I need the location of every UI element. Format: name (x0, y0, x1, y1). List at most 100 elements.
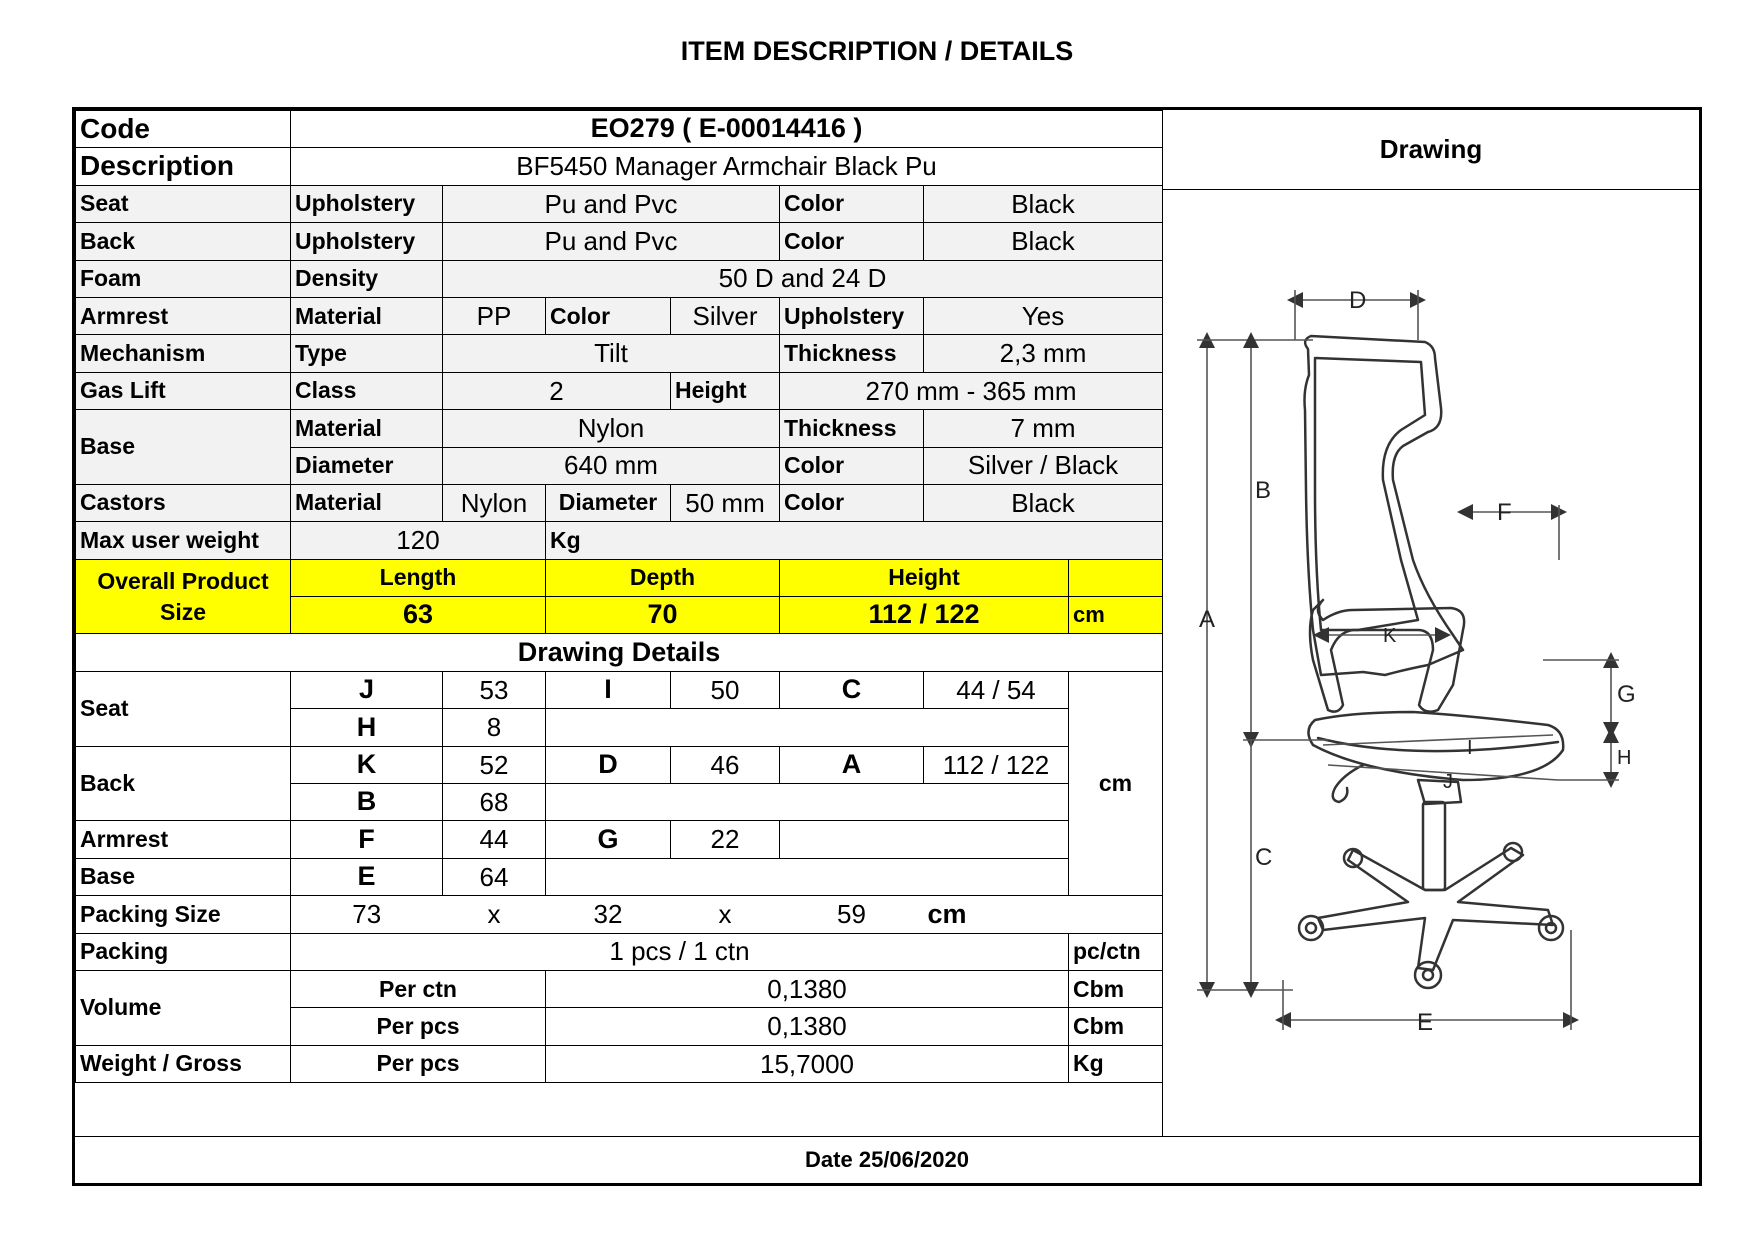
weight-unit: Kg (1067, 1044, 1164, 1084)
dd-g-letter: G (545, 820, 671, 859)
weight-per-pcs-label: Per pcs (290, 1044, 546, 1084)
volume-unit-1: Cbm (1067, 969, 1164, 1009)
packing-size-x1: x (442, 895, 546, 934)
overall-length-label: Length (290, 558, 546, 598)
dd-armrest-row: Armrest F 44 G 22 (75, 820, 1163, 859)
volume-per-pcs-label: Per pcs (290, 1007, 546, 1046)
description-label: Description (75, 147, 291, 186)
armrest-color-value: Silver (670, 296, 780, 336)
base-diameter-value: 640 mm (442, 446, 780, 485)
dim-label-c: C (1255, 844, 1272, 871)
description-row: Description BF5450 Manager Armchair Blac… (75, 147, 1164, 186)
armrest-color-label: Color (545, 296, 671, 336)
base-diameter-label: Diameter (290, 446, 443, 485)
castors-material-value: Nylon (442, 483, 546, 523)
dd-b-letter: B (290, 783, 443, 822)
dd-g-value: 22 (670, 820, 780, 859)
castor-right (1537, 914, 1565, 942)
overall-depth-label: Depth (545, 558, 780, 598)
castors-color-label: Color (779, 483, 924, 523)
max-weight-label: Max user weight (75, 521, 291, 560)
packing-size-x2: x (670, 895, 780, 934)
weight-value: 15,7000 (545, 1044, 1069, 1084)
dd-unit: cm (1067, 670, 1164, 897)
dd-j-letter: J (290, 670, 443, 710)
back-row: Back Upholstery Pu and Pvc Color Black (75, 222, 1164, 261)
overall-height-label: Height (779, 558, 1069, 598)
back-upholstery-label: Upholstery (290, 222, 443, 261)
dim-label-g: G (1617, 681, 1636, 708)
dim-label-i: I (1467, 737, 1473, 759)
foam-density-value: 50 D and 24 D (441, 259, 1164, 298)
code-label: Code (75, 109, 291, 149)
spec-table: Code EO279 ( E-00014416 ) Description BF… (74, 109, 1164, 1084)
dd-f-value: 44 (442, 820, 546, 859)
foam-label: Foam (75, 259, 291, 298)
mechanism-thickness-value: 2,3 mm (922, 334, 1164, 373)
base-material-label: Material (290, 409, 443, 448)
overall-length-value: 63 (290, 596, 546, 635)
dd-back-row-2: B 68 (76, 783, 1163, 822)
dd-seat-label: Seat (75, 670, 291, 747)
dim-label-d: D (1349, 287, 1366, 314)
dd-e-value: 64 (442, 857, 546, 897)
mechanism-label: Mechanism (75, 334, 291, 373)
dd-k-value: 52 (442, 745, 546, 785)
castor-back-left (1342, 847, 1364, 869)
dd-a-letter: A (779, 745, 924, 785)
drawing-panel: Drawing (1162, 110, 1699, 1136)
armrest-label: Armrest (75, 296, 291, 336)
page-title: ITEM DESCRIPTION / DETAILS (680, 36, 1074, 66)
spec-sheet: Code EO279 ( E-00014416 ) Description BF… (72, 107, 1702, 1186)
code-row: Code EO279 ( E-00014416 ) (75, 109, 1164, 149)
base-row-2: Diameter 640 mm Color Silver / Black (76, 446, 1164, 485)
dim-label-b: B (1255, 477, 1271, 504)
dd-f-letter: F (290, 820, 443, 859)
base-thickness-value: 7 mm (922, 409, 1164, 448)
chair-drawing: A B C D E F G H I J K (1197, 287, 1636, 1036)
seat-color-value: Black (922, 184, 1164, 224)
armrest-material-label: Material (290, 296, 443, 336)
base-color-value: Silver / Black (922, 446, 1164, 485)
gas-lift-label: Gas Lift (75, 371, 291, 411)
seat-upholstery-value: Pu and Pvc (442, 184, 780, 224)
back-color-value: Black (922, 222, 1164, 261)
volume-per-ctn-value: 0,1380 (545, 969, 1069, 1009)
castor-front (1413, 960, 1443, 990)
castor-left (1297, 914, 1325, 942)
dd-empty-4 (545, 857, 1069, 897)
back-label: Back (75, 222, 291, 261)
packing-size-row: Packing Size 73 x 32 x 59 cm (75, 895, 1164, 934)
chair-seat-outline (1307, 710, 1565, 782)
description-value: BF5450 Manager Armchair Black Pu (289, 147, 1164, 186)
volume-row-1: Volume Per ctn 0,1380 Cbm (75, 969, 1164, 1046)
overall-label: Overall Product Size (75, 558, 291, 635)
dd-c-value: 44 / 54 (923, 670, 1069, 710)
overall-row-1: Overall Product Size Length Depth Height (75, 558, 1164, 635)
packing-row: Packing 1 pcs / 1 ctn pc/ctn (75, 932, 1164, 971)
dd-i-letter: I (545, 670, 671, 710)
dd-armrest-label: Armrest (75, 820, 291, 859)
packing-size-label: Packing Size (75, 895, 291, 934)
date-bar: Date 25/06/2020 (75, 1136, 1699, 1183)
armrest-material-value: PP (442, 296, 546, 336)
dim-label-k: K (1383, 625, 1397, 647)
gas-lift-height-label: Height (670, 371, 780, 411)
dd-h-value: 8 (442, 708, 546, 747)
drawing-details-header-row: Drawing Details (74, 633, 1164, 672)
base-material-value: Nylon (442, 409, 780, 448)
base-row-1: Base Material Nylon Thickness 7 mm (75, 409, 1164, 485)
base-label: Base (75, 409, 291, 485)
drawing-details-title: Drawing Details (74, 633, 1164, 672)
seat-upholstery-label: Upholstery (290, 184, 443, 224)
castor-left-inner (1304, 921, 1318, 935)
armrest-upholstery-label: Upholstery (779, 296, 924, 336)
castor-back-right (1502, 841, 1524, 863)
castors-diameter-label: Diameter (545, 483, 671, 523)
packing-label: Packing (75, 932, 291, 971)
packing-size-width: 32 (545, 895, 671, 934)
chair-seat-line (1316, 736, 1560, 753)
seat-color-label: Color (779, 184, 924, 224)
chair-lever (1331, 763, 1365, 804)
dd-d-value: 46 (670, 745, 780, 785)
